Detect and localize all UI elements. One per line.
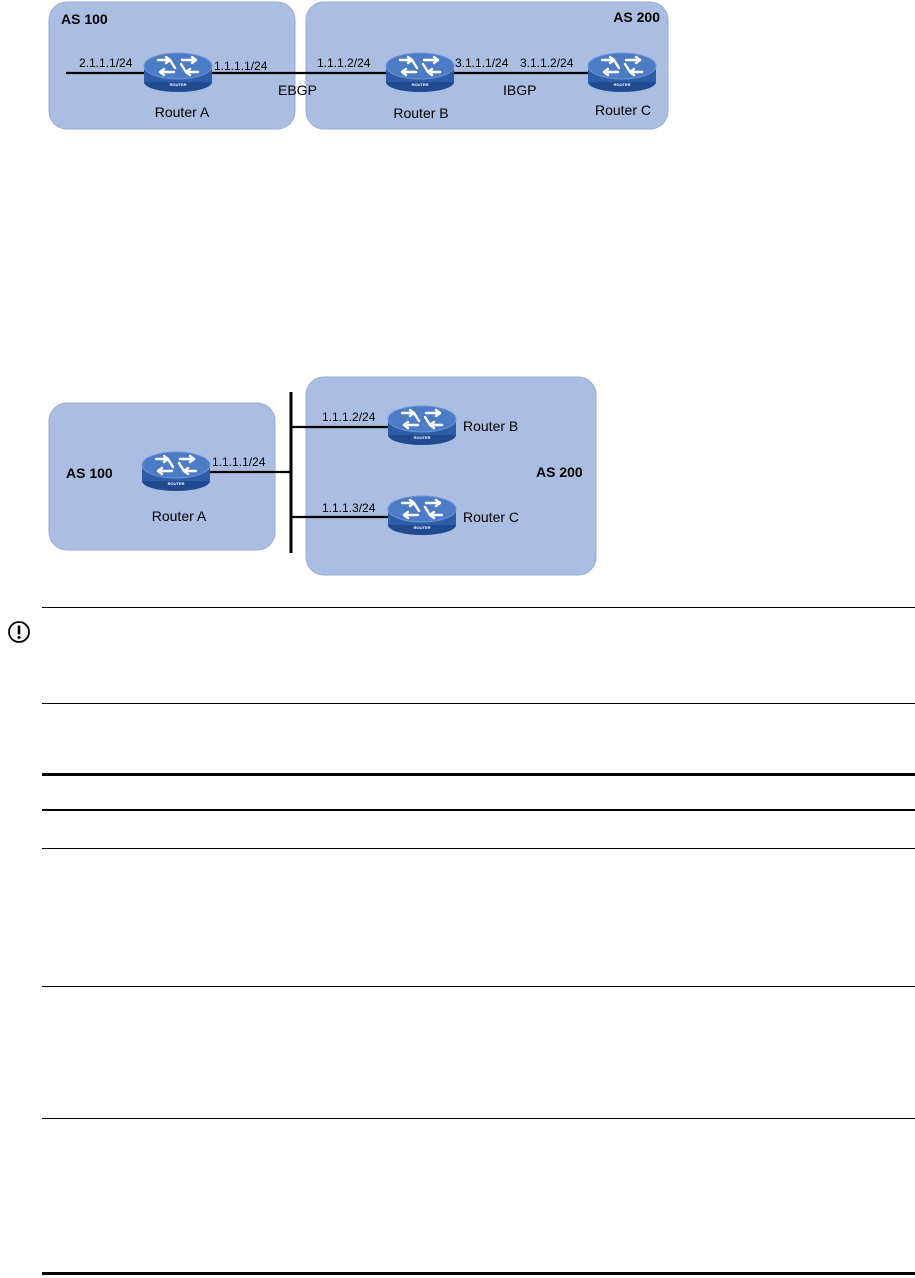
- svg-text:ROUTER: ROUTER: [168, 481, 185, 486]
- interface-label: 3.1.1.2/24: [520, 56, 574, 70]
- router-c-label: Router C: [595, 102, 651, 118]
- router-icon: ROUTER: [140, 450, 212, 493]
- as-200-label: AS 200: [536, 464, 583, 480]
- ibgp-label: IBGP: [503, 82, 536, 98]
- table-bottom-rule: [42, 1272, 915, 1275]
- interface-label: 2.1.1.1/24: [79, 56, 133, 70]
- router-icon: ROUTER: [586, 51, 658, 94]
- router-b-label: Router B: [393, 105, 448, 121]
- router-a-label: Router A: [152, 508, 207, 524]
- interface-label: 1.1.1.2/24: [322, 410, 376, 424]
- as-100-label: AS 100: [61, 11, 108, 27]
- table-row-rule: [42, 848, 915, 849]
- table-row-rule: [42, 1118, 915, 1119]
- interface-label: 3.1.1.1/24: [455, 56, 509, 70]
- router-b-label: Router B: [463, 418, 518, 434]
- as-100-label: AS 100: [66, 465, 113, 481]
- svg-text:ROUTER: ROUTER: [414, 435, 431, 440]
- router-icon: ROUTER: [386, 494, 458, 537]
- interface-label: 1.1.1.1/24: [214, 59, 268, 73]
- caution-icon: [8, 621, 30, 643]
- router-a-label: Router A: [155, 104, 210, 120]
- table-row-rule: [42, 986, 915, 987]
- svg-text:ROUTER: ROUTER: [614, 82, 631, 87]
- note-top-rule: [42, 607, 915, 608]
- router-icon: ROUTER: [384, 51, 456, 94]
- interface-label: 1.1.1.2/24: [317, 56, 371, 70]
- as-200-area: [305, 1, 669, 130]
- svg-text:ROUTER: ROUTER: [412, 82, 429, 87]
- router-c-label: Router C: [463, 509, 519, 525]
- table-top-rule: [42, 773, 915, 776]
- ebgp-label: EBGP: [278, 82, 317, 98]
- router-icon: ROUTER: [386, 404, 458, 447]
- as-200-label: AS 200: [613, 9, 660, 25]
- router-icon: ROUTER: [142, 51, 214, 94]
- svg-text:ROUTER: ROUTER: [414, 525, 431, 530]
- interface-label: 1.1.1.1/24: [212, 455, 266, 469]
- note-bottom-rule: [42, 703, 915, 704]
- interface-label: 1.1.1.3/24: [322, 501, 376, 515]
- svg-text:ROUTER: ROUTER: [170, 82, 187, 87]
- table-header-rule: [42, 809, 915, 811]
